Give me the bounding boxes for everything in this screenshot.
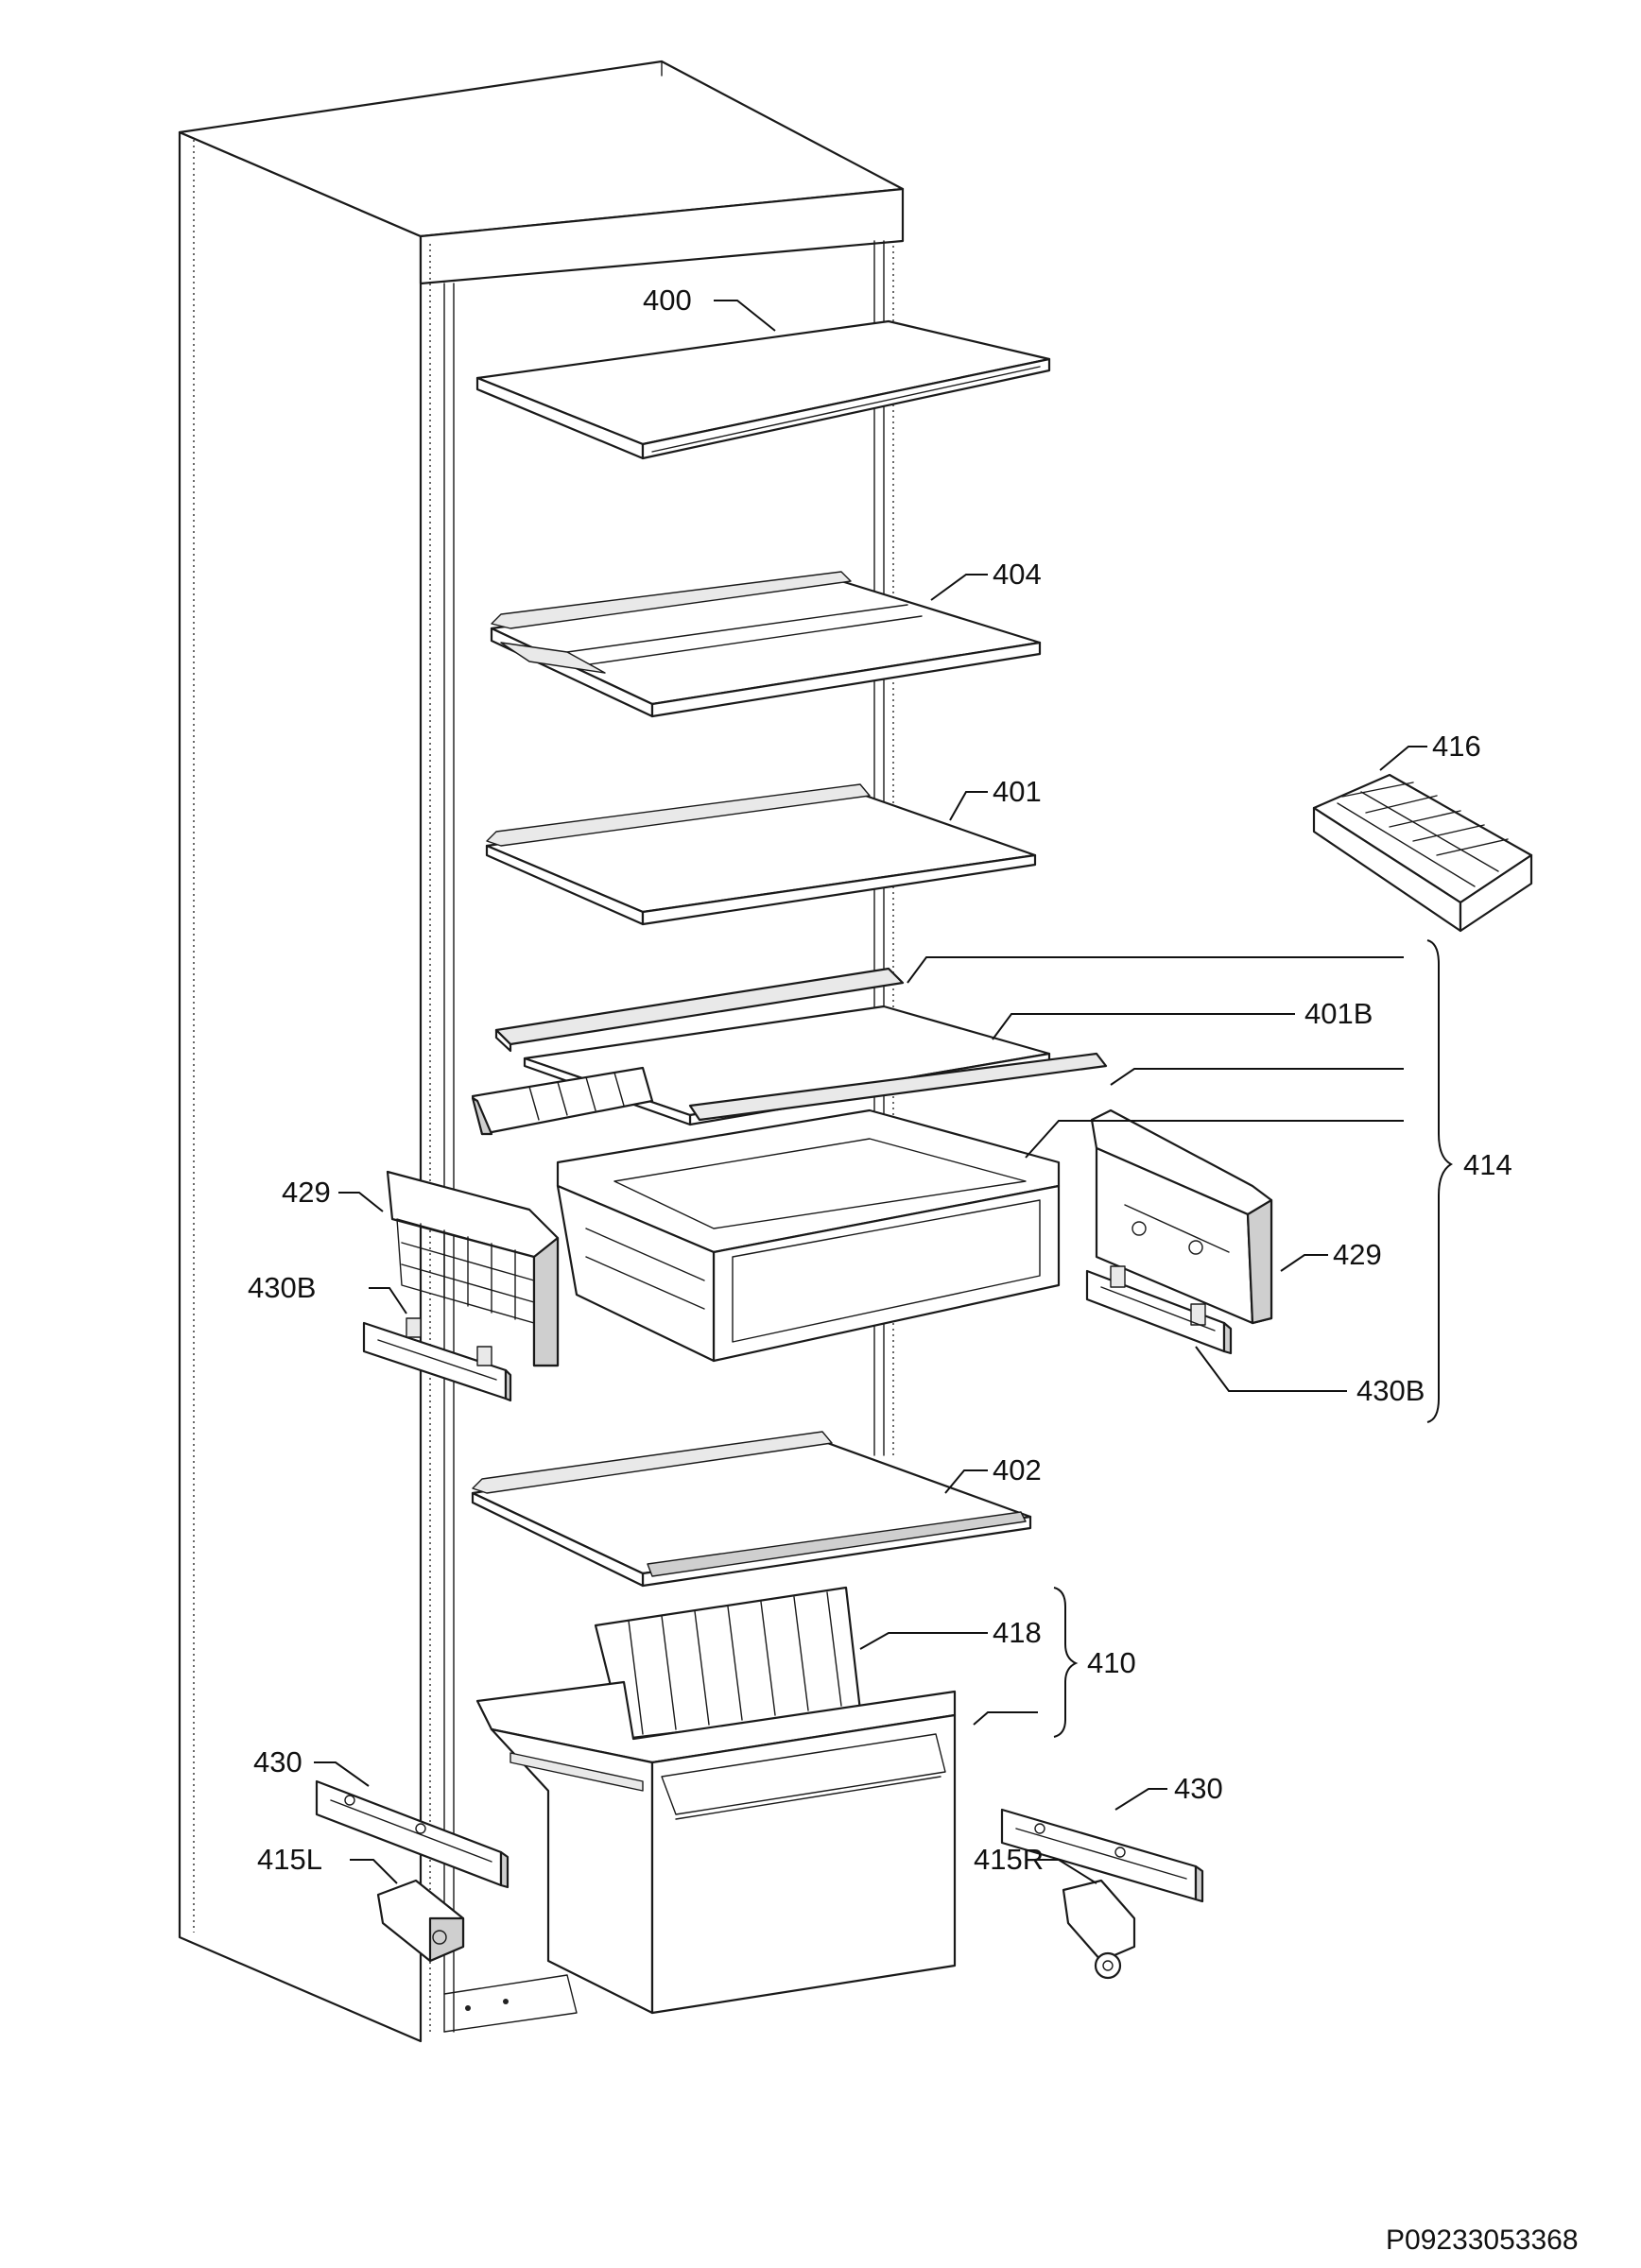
shelf-rail-top xyxy=(494,967,905,1053)
ice-tray-416 xyxy=(1312,773,1533,933)
leader-lines xyxy=(314,300,1453,1884)
shelf-404 xyxy=(490,571,1042,718)
callout-429-left: 429 xyxy=(282,1176,331,1209)
callout-430B-left: 430B xyxy=(248,1271,316,1304)
drawing-code: P09233053368 xyxy=(1386,2225,1579,2256)
callout-416: 416 xyxy=(1432,730,1481,763)
bracket-415L xyxy=(376,1879,465,1963)
callout-401B: 401B xyxy=(1304,997,1373,1030)
callout-410: 410 xyxy=(1087,1646,1136,1679)
callout-430B-right: 430B xyxy=(1356,1374,1425,1407)
shelf-402 xyxy=(471,1431,1032,1588)
slide-rail-430B-left xyxy=(362,1317,512,1402)
vent-cover xyxy=(471,1066,654,1136)
callout-402: 402 xyxy=(993,1453,1042,1486)
callout-430-left: 430 xyxy=(253,1745,302,1778)
side-support-429-right xyxy=(1090,1108,1273,1325)
callout-418: 418 xyxy=(993,1616,1042,1649)
callout-labels: 400 404 401 416 401B 414 429 429 430B 43… xyxy=(248,284,1579,2256)
side-support-429-left xyxy=(386,1170,560,1367)
callout-415R: 415R xyxy=(974,1843,1044,1876)
shelf-rail-front xyxy=(688,1052,1108,1122)
shelf-400 xyxy=(475,319,1051,460)
freezer-drawer-410 xyxy=(475,1680,957,2015)
callout-404: 404 xyxy=(993,558,1042,591)
callout-415L: 415L xyxy=(257,1843,322,1876)
bracket-415R xyxy=(1062,1879,1136,1980)
callout-414: 414 xyxy=(1463,1148,1512,1181)
callout-429-right: 429 xyxy=(1333,1238,1382,1271)
crisper-drawer xyxy=(556,1108,1061,1363)
callout-430-right: 430 xyxy=(1174,1772,1223,1805)
slide-rail-430-left xyxy=(315,1779,510,1889)
callout-400: 400 xyxy=(643,284,692,317)
slide-rail-430-right xyxy=(1000,1808,1204,1903)
callout-401: 401 xyxy=(993,775,1042,808)
shelf-401 xyxy=(485,783,1037,926)
slide-rail-430B-right xyxy=(1085,1265,1233,1355)
